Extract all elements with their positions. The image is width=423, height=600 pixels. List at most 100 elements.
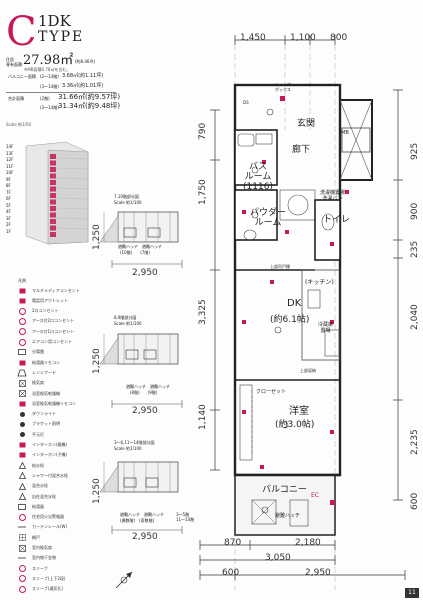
legend-symbol-icon [18, 287, 26, 294]
legend-item: 給水栓 [18, 461, 44, 470]
mini-plan-3-hatch-extra: 3〜5階 11〜14階 [176, 512, 195, 522]
floor-label: 7F [6, 189, 11, 195]
legend-label: カーテンレール(W) [32, 524, 68, 530]
area-value: 27.98㎡ [23, 53, 74, 68]
mini-plan-1-hatch: 避難ハッチ 避難ハッチ [118, 244, 162, 249]
room-western-size: (約3.0帖) [275, 420, 315, 430]
legend-symbol-icon [18, 421, 26, 428]
room-mb: MB [341, 130, 349, 136]
floor-label: 5F [6, 202, 11, 208]
type-letter: C [6, 9, 37, 55]
legend-label: ダウンライト [32, 411, 56, 417]
mini-plan-2-dim-line [111, 400, 183, 408]
legend-label: 分電盤 [32, 349, 44, 355]
area-row: バルコニー面積 (2〜14階) 3.68㎡(約1.11坪) [6, 72, 116, 82]
dim-left-3: 3,325 [198, 299, 208, 325]
legend-item: シャワー付混合水栓 [18, 471, 68, 480]
room-upper-shelf: 上部収納 [300, 368, 316, 373]
room-upper-pipe: 上部吊戸棚 [270, 264, 290, 269]
legend-item: スリーブ [18, 564, 48, 573]
legend-item: インターホン(子機) [18, 451, 67, 460]
type-word: TYPE [38, 29, 85, 45]
dim-bottom-2: 3,050 [265, 553, 291, 563]
legend-symbol-icon [18, 482, 26, 490]
legend-label: マルチメディアコンセント [32, 287, 80, 293]
floor-labels: 14F 13F 12F 11F 10F 9F 8F 7F 6F 5F 4F 3F… [6, 144, 22, 235]
room-kitchen: (キッチン) [305, 279, 334, 286]
area-row: (3〜14階) 31.34㎡(約9.48坪) [6, 103, 120, 113]
floor-label: 12F [6, 157, 14, 162]
compass-icon [115, 571, 133, 589]
area-row: 合計面積 (2階) 31.66㎡(約9.57坪) [6, 92, 120, 103]
legend-label: 給水栓 [32, 462, 44, 468]
area-row: (3〜14階) 3.36㎡(約1.01坪) [6, 82, 116, 92]
legend-label: 換気扇 [32, 380, 44, 386]
legend-item: アース付1口コンセント [18, 327, 74, 336]
row-sub: (2〜14階) [40, 74, 59, 79]
legend-item: 室内物干金物 [18, 554, 56, 563]
legend-symbol-icon [18, 359, 26, 366]
legend-title: 凡例 [18, 278, 26, 283]
page-number: 11 [405, 588, 419, 598]
floor-label: 2F [6, 222, 11, 227]
room-dk: DK [287, 298, 302, 309]
room-hatch: 避難ハッチ [275, 513, 301, 519]
legend-item: 室内換気扇 [18, 544, 52, 553]
legend-label: 浴室換気乾燥機リモコン [32, 400, 76, 406]
dim-right-6: 600 [410, 492, 420, 510]
room-hall: 廊下 [292, 145, 311, 155]
legend-symbol-icon [18, 503, 26, 510]
legend-item: 電話用アウトレット [18, 296, 68, 305]
legend-symbol-icon [18, 411, 26, 418]
legend-item: 住宅用火災警報器 [18, 513, 64, 522]
mini-plan-2-dim-h: 2,950 [132, 406, 158, 416]
legend-symbol-icon [18, 452, 26, 459]
legend-item: 浴室換気乾燥機 [18, 389, 60, 398]
floor-label: 6F [6, 196, 11, 201]
legend-label: 給湯器 [32, 503, 44, 509]
room-laundry: 洗濯機置場 洗濯パン [320, 190, 346, 202]
dim-right-1: 925 [410, 142, 420, 160]
dim-right-5: 2,235 [410, 429, 420, 455]
dim-left-4: 1,140 [198, 404, 208, 430]
legend-symbol-icon [17, 369, 27, 377]
mini-plan-1 [99, 211, 179, 243]
legend-label: スリーブ(通気孔) [32, 586, 63, 592]
legend-label: レンジフード [32, 369, 56, 375]
dim-bottom-1a: 870 [224, 538, 242, 548]
mini-plan-2-title: 8,9階部分図 [114, 315, 137, 320]
dim-bottom-3b: 2,950 [305, 568, 331, 578]
legend-item: 浴室換気乾燥機リモコン [18, 399, 76, 408]
dim-bottom-3a: 600 [222, 568, 240, 578]
mini-plan-2 [99, 333, 179, 365]
legend-symbol-icon [18, 400, 26, 407]
mini-plan-2-hatch-floors: (8階) (9階) [130, 390, 158, 395]
legend-symbol-icon [18, 575, 26, 583]
floor-label: 13F [6, 150, 14, 156]
room-western: 洋室 [289, 406, 309, 417]
legend-symbol-icon [18, 390, 26, 397]
legend-symbol-icon [18, 524, 26, 531]
row-value: 31.34㎡(約9.48坪) [58, 102, 121, 110]
mini-plan-1-dim-line [111, 260, 183, 268]
row-label: バルコニー面積 [8, 74, 36, 79]
floor-label: 9F [6, 176, 11, 182]
legend-symbol-icon [18, 461, 26, 469]
mini-plan-3-title: 3〜6,11〜14階部分図 [114, 440, 155, 445]
legend-label: 混合水栓 [32, 483, 48, 489]
floor-label: 3F [6, 215, 11, 221]
dim-right-2: 900 [410, 202, 420, 220]
room-shoes: シューズ ボックス [275, 82, 291, 92]
floor-label: 11F [6, 163, 14, 169]
floor-plan [199, 35, 406, 590]
area-note: ※MB面積0.78㎡を含む。 [24, 67, 71, 72]
legend-label: ブラケット照明 [32, 421, 60, 427]
legend-label: 室内換気扇 [32, 545, 52, 550]
legend-item: 混合水栓 [18, 482, 48, 491]
legend-item: 給湯器リモコン [18, 358, 60, 367]
legend-symbol-icon [18, 534, 26, 541]
mini-plan-2-scale: Scale 約1/100 [114, 321, 142, 326]
legend-item: インターホン(親機) [18, 441, 67, 450]
legend-item: 自在混合水栓 [18, 492, 56, 501]
mini-plan-2-hatch: 避難ハッチ 避難ハッチ [126, 384, 170, 389]
